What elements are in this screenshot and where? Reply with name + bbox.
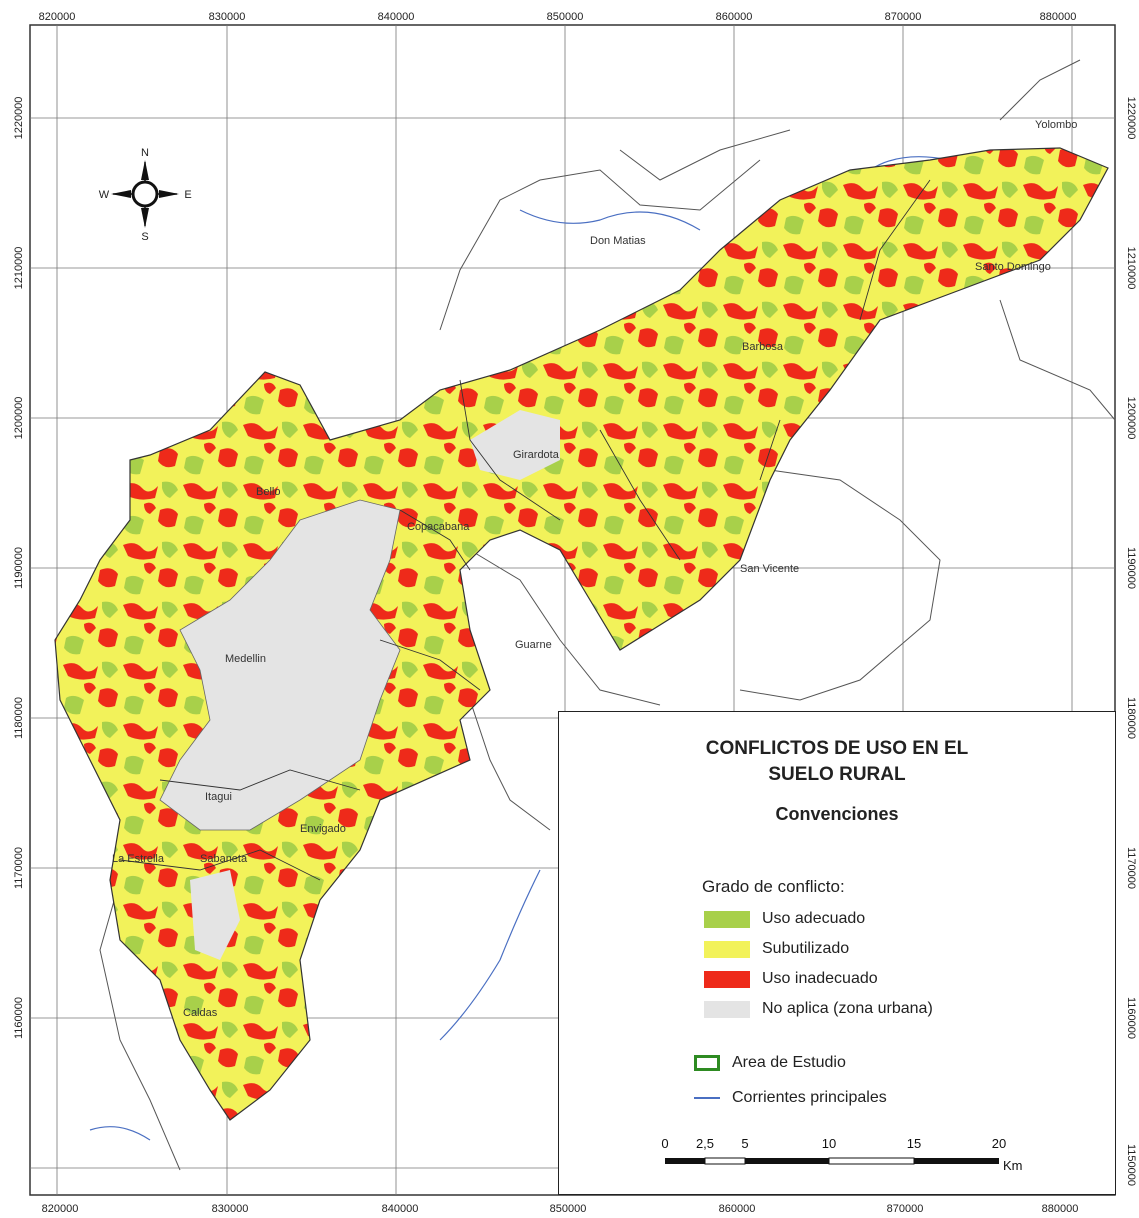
- x-tick-top: 860000: [716, 11, 753, 23]
- y-tick-left: 1220000: [13, 97, 25, 140]
- legend-label: Area de Estudio: [732, 1054, 846, 1071]
- place-girardota: Girardota: [513, 449, 560, 461]
- study-area-icon: [694, 1055, 720, 1071]
- place-labels: Yolombo Don Matias Santo Domingo Barbosa…: [112, 119, 1077, 1019]
- x-tick-top: 870000: [885, 11, 922, 23]
- x-tick-bottom: 860000: [719, 1203, 756, 1215]
- y-tick-right: 1150000: [1125, 1144, 1137, 1186]
- compass-s: S: [141, 231, 148, 243]
- place-guarne: Guarne: [515, 639, 552, 651]
- legend-item-no-aplica: No aplica (zona urbana): [704, 998, 933, 1020]
- y-tick-right: 1200000: [1125, 397, 1137, 440]
- y-tick-left: 1210000: [13, 247, 25, 290]
- scale-label: 10: [822, 1136, 836, 1151]
- x-tick-bottom: 830000: [212, 1203, 249, 1215]
- y-tick-right: 1190000: [1125, 547, 1137, 589]
- legend-item-study-area: Area de Estudio: [694, 1052, 846, 1074]
- x-tick-bottom: 840000: [382, 1203, 419, 1215]
- x-tick-bottom: 820000: [42, 1203, 79, 1215]
- legend-item-uso-inadecuado: Uso inadecuado: [704, 968, 878, 990]
- y-tick-left: 1160000: [13, 997, 25, 1039]
- x-ticks-bottom: 820000 830000 840000 850000 860000 87000…: [42, 1203, 1079, 1215]
- place-copacabana: Copacabana: [407, 521, 470, 533]
- legend-item-rivers: Corrientes principales: [694, 1087, 887, 1109]
- place-barbosa: Barbosa: [742, 341, 784, 353]
- x-ticks-top: 820000 830000 840000 850000 860000 87000…: [39, 11, 1077, 23]
- place-envigado: Envigado: [300, 823, 346, 835]
- place-la-estrella: La Estrella: [112, 853, 165, 865]
- legend-title-line1: CONFLICTOS DE USO EN EL: [705, 738, 969, 759]
- place-san-vicente: San Vicente: [740, 563, 799, 575]
- compass-n: N: [141, 147, 149, 159]
- internal-boundaries: [119, 179, 931, 881]
- legend-label: Uso inadecuado: [762, 970, 878, 987]
- place-caldas: Caldas: [183, 1007, 218, 1019]
- y-tick-left: 1170000: [13, 847, 25, 889]
- y-tick-right: 1210000: [1125, 247, 1137, 290]
- legend-swatch: [704, 970, 750, 988]
- scale-label: 20: [992, 1136, 1006, 1151]
- y-tick-right: 1180000: [1125, 697, 1137, 739]
- legend-swatch: [704, 910, 750, 928]
- x-tick-top: 820000: [39, 11, 76, 23]
- legend-swatch: [704, 1000, 750, 1018]
- scale-label: 2,5: [696, 1136, 714, 1151]
- legend-swatch: [704, 940, 750, 958]
- y-ticks-left: 1220000 1210000 1200000 1190000 1180000 …: [13, 97, 25, 1039]
- y-tick-left: 1180000: [13, 697, 25, 739]
- compass-rose-icon: N S W E: [99, 147, 192, 243]
- place-sabaneta: Sabaneta: [200, 853, 248, 865]
- place-bello: Bello: [256, 486, 280, 498]
- river-line-icon: [694, 1097, 720, 1099]
- place-santo-domingo: Santo Domingo: [975, 261, 1051, 273]
- urban-zone-north: [470, 410, 560, 480]
- municipal-boundaries: [99, 59, 1116, 1171]
- legend-title-line2: SUELO RURAL: [768, 764, 906, 785]
- x-tick-top: 880000: [1040, 11, 1077, 23]
- legend-item-subutilizado: Subutilizado: [704, 938, 849, 960]
- x-tick-bottom: 880000: [1042, 1203, 1079, 1215]
- legend-item-uso-adecuado: Uso adecuado: [704, 908, 865, 930]
- legend-title: CONFLICTOS DE USO EN EL SUELO RURAL: [559, 736, 1115, 788]
- urban-zone: [159, 499, 401, 831]
- x-tick-bottom: 850000: [550, 1203, 587, 1215]
- place-itagui: Itagui: [205, 791, 232, 803]
- compass-e: E: [184, 189, 191, 201]
- compass-w: W: [99, 189, 110, 201]
- scale-label: 0: [661, 1136, 668, 1151]
- study-area: [54, 147, 1109, 1121]
- legend-label: Uso adecuado: [762, 910, 866, 927]
- legend-panel: CONFLICTOS DE USO EN EL SUELO RURAL Conv…: [558, 711, 1116, 1195]
- legend-label: No aplica (zona urbana): [762, 1000, 933, 1017]
- y-tick-left: 1200000: [13, 397, 25, 440]
- y-tick-left: 1190000: [13, 547, 25, 589]
- place-medellin: Medellin: [225, 653, 266, 665]
- place-yolombo: Yolombo: [1035, 119, 1077, 131]
- x-tick-top: 840000: [378, 11, 415, 23]
- scale-label: 5: [741, 1136, 748, 1151]
- x-tick-top: 850000: [547, 11, 584, 23]
- y-tick-right: 1220000: [1125, 97, 1137, 140]
- y-tick-right: 1170000: [1125, 847, 1137, 889]
- y-tick-right: 1160000: [1125, 997, 1137, 1039]
- legend-subtitle: Convenciones: [775, 804, 899, 824]
- x-tick-top: 830000: [209, 11, 246, 23]
- legend-label: Subutilizado: [762, 940, 850, 957]
- scale-bar: 0 2,5 5 10 15 20 Km: [661, 1136, 1023, 1173]
- y-ticks-right: 1220000 1210000 1200000 1190000 1180000 …: [1125, 97, 1137, 1186]
- place-don-matias: Don Matias: [590, 235, 646, 247]
- urban-zone-south: [190, 870, 240, 960]
- scale-unit: Km: [1003, 1158, 1023, 1173]
- scale-label: 15: [907, 1136, 921, 1151]
- x-tick-bottom: 870000: [887, 1203, 924, 1215]
- legend-section-label: Grado de conflicto:: [702, 877, 845, 896]
- legend-label: Corrientes principales: [732, 1089, 887, 1106]
